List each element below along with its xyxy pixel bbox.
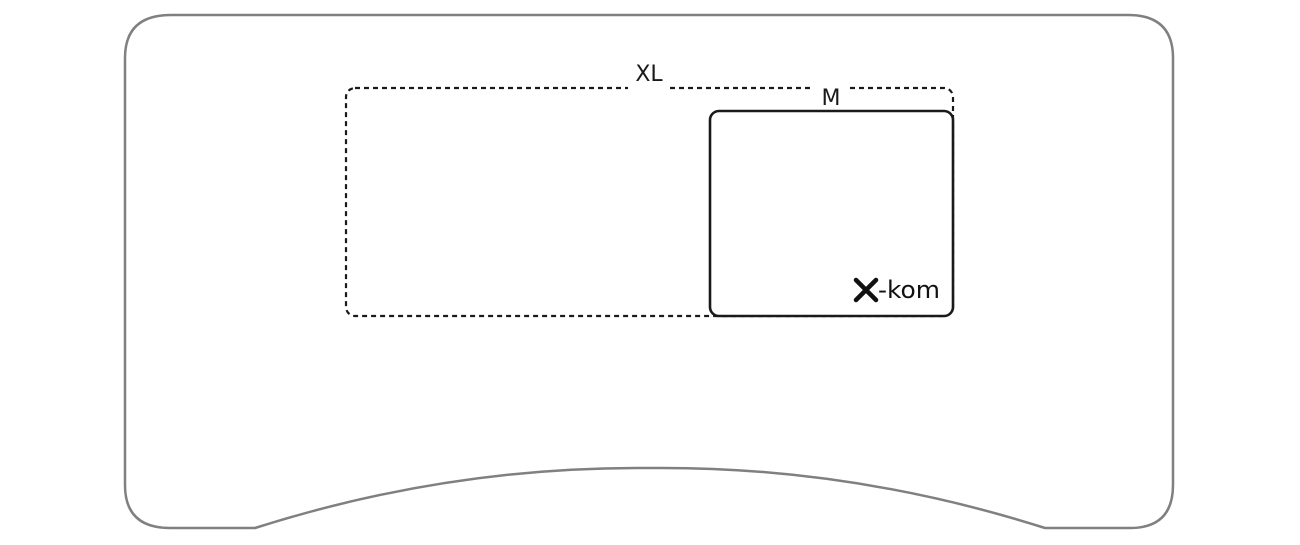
brand-logo: -kom [853,276,940,304]
m-pad-outline [708,109,955,318]
m-label-gap [813,82,849,94]
logo-x-mark [853,277,879,303]
desk-outline [123,13,1175,530]
xl-label-gap [628,82,670,94]
logo-text: -kom [878,276,940,304]
m-size-label: M [822,86,841,111]
xl-size-label: XL [635,62,663,87]
